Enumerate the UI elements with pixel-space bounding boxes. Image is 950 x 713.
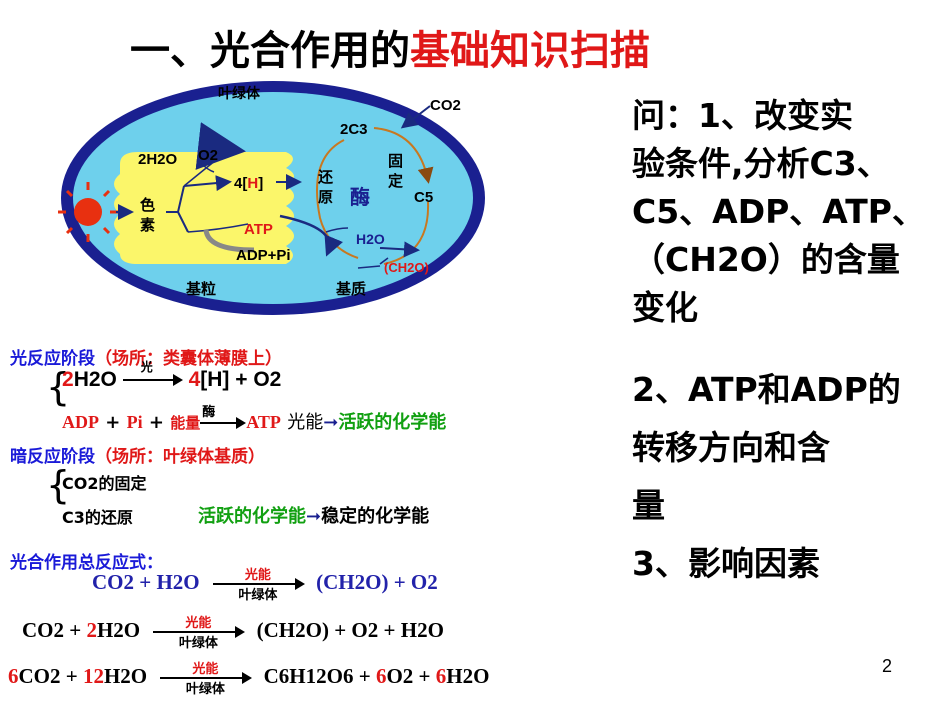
dark-stage-heading: 暗反应阶段（场所：叶绿体基质） [10, 442, 265, 467]
arrow-condition-chloroplast: 叶绿体 [178, 636, 218, 651]
total-eq2-right: (CH2O) + O2 + H2O [256, 617, 444, 642]
question-1-line: 问：1、改变实 [632, 96, 853, 135]
label-c3: 2C3 [340, 121, 368, 138]
light-eq-2: ADP + Pi + 能量 酶 ATP 光能➞活跃的化学能 [62, 405, 447, 434]
dark-stage-place: （场所：叶绿体基质） [95, 447, 265, 467]
label-ch2o: (CH2O) [384, 260, 429, 275]
light-eq2-arrow: 酶 [200, 405, 247, 433]
total-eq2-left-b: H2O [96, 617, 141, 642]
total-eq2-left-a: CO2 + [22, 617, 87, 642]
question-1-line: 变化 [632, 288, 698, 327]
label-reduction-2: 原 [318, 188, 333, 206]
total-eq3-b: H2O [103, 663, 148, 688]
label-fixation-1: 固 [388, 152, 403, 170]
total-eq2-coef: 2 [86, 617, 97, 642]
light-eq2-desc1: 光能 [287, 412, 324, 433]
label-o2: O2 [198, 147, 218, 164]
light-eq1-arrow: 光 [122, 360, 183, 390]
light-eq2-desc2: 活跃的化学能 [338, 412, 447, 433]
total-eq3-c3: 6 [375, 663, 387, 688]
question-1-line: 验条件,分析C3、 [632, 144, 890, 183]
label-co2: CO2 [430, 97, 461, 114]
dark-stage-title: 暗反应阶段 [10, 447, 95, 467]
arrow-condition-light: 光能 [244, 568, 271, 583]
label-fixation-2: 定 [388, 172, 403, 190]
dark-desc1: 活跃的化学能 [198, 506, 306, 527]
page-title: 一、光合作用的基础知识扫描 [130, 18, 650, 76]
total-eq3-c2: 12 [82, 663, 104, 688]
arrow-condition-chloroplast: 叶绿体 [185, 682, 225, 697]
question-2-line: 量 [632, 486, 665, 525]
total-eq3-right-c: H2O [446, 663, 490, 688]
total-eq3-arrow: 光能 叶绿体 [160, 660, 253, 697]
title-part2: 基础知识扫描 [410, 28, 650, 74]
light-eq1-right: [H] + O2 [200, 368, 282, 391]
total-eq1-left: CO2 + H2O [92, 569, 200, 594]
total-eq1-arrow: 光能 叶绿体 [212, 566, 305, 603]
light-eq1-left: H2O [73, 368, 117, 391]
dark-line-1: CO2的固定 [62, 474, 147, 493]
label-pigment-2: 素 [140, 216, 155, 234]
label-water: 2H2O [138, 151, 178, 168]
light-eq2-atp: ATP [246, 412, 281, 432]
dark-energy: 活跃的化学能➞稳定的化学能 [198, 506, 430, 527]
question-2-line: 2、ATP和ADP的 [632, 370, 901, 409]
label-h2o: H2O [356, 231, 385, 247]
total-eq3-right-a: C6H12O6 + [263, 663, 376, 688]
total-eq-3: 6CO2 + 12H2O 光能 叶绿体 C6H12O6 + 6O2 + 6H2O [8, 660, 490, 697]
light-eq1-rcoef: 4 [188, 368, 201, 391]
page-number: 2 [881, 656, 892, 676]
chloroplast-diagram: 叶绿体 2H2O O2 4[H] 色 素 ATP ADP+Pi 基粒 基质 CO… [58, 81, 485, 315]
question-3-line: 3、影响因素 [632, 544, 820, 583]
light-eq2-adp: ADP [62, 412, 99, 432]
label-pigment-1: 色 [140, 196, 155, 214]
sun-icon [58, 182, 118, 242]
light-eq1-cond: 光 [140, 360, 153, 375]
label-nadph: 4[H] [234, 175, 263, 192]
question-1-line: C5、ADP、ATP、 [632, 192, 925, 231]
label-adp: ADP+Pi [236, 247, 291, 264]
question-1-line: （CH2O）的含量 [632, 240, 900, 279]
total-eq1-right: (CH2O) + O2 [316, 569, 438, 594]
dark-stage-brace: { [46, 463, 71, 507]
question-2-line: 转移方向和含 [632, 428, 830, 467]
total-eq3-a: CO2 + [18, 663, 83, 688]
light-eq2-energy: 能量 [170, 414, 201, 432]
light-eq2-enzyme: 酶 [202, 405, 216, 420]
light-eq1-coef: 2 [62, 368, 74, 391]
total-heading: 光合作用总反应式： [10, 553, 163, 573]
grana-stack [114, 152, 294, 264]
label-enzyme: 酶 [350, 185, 370, 209]
total-eq-1: CO2 + H2O 光能 叶绿体 (CH2O) + O2 [92, 566, 438, 603]
label-chloroplast: 叶绿体 [218, 85, 261, 102]
dark-line-2: C3的还原 [62, 508, 133, 527]
dark-desc2: 稳定的化学能 [321, 506, 430, 527]
light-stage-place: （场所：类囊体薄膜上） [95, 349, 282, 369]
total-eq-2: CO2 + 2H2O 光能 叶绿体 (CH2O) + O2 + H2O [22, 614, 444, 651]
question-2: 2、ATP和ADP的 转移方向和含 量 [632, 366, 901, 530]
light-stage-brace: { [46, 365, 71, 409]
title-part1: 一、光合作用的 [130, 28, 410, 74]
light-stage-title: 光反应阶段 [10, 349, 95, 369]
label-reduction-1: 还 [317, 168, 334, 186]
question-1: 问：1、改变实 验条件,分析C3、 C5、ADP、ATP、 （CH2O）的含量 … [632, 92, 925, 332]
label-stroma: 基质 [335, 280, 366, 298]
total-eq3-c1: 6 [8, 663, 19, 688]
light-eq2-pi: Pi [126, 412, 143, 432]
label-grana: 基粒 [185, 280, 216, 298]
arrow-condition-light: 光能 [185, 616, 212, 631]
light-eq-1: 2H2O 光 4[H] + O2 [62, 360, 282, 392]
question-3: 3、影响因素 [632, 540, 820, 588]
label-c5: C5 [414, 189, 433, 206]
total-eq3-right-b: O2 + [386, 663, 436, 688]
arrow-condition-chloroplast: 叶绿体 [238, 588, 278, 603]
light-stage-heading: 光反应阶段（场所：类囊体薄膜上） [10, 344, 282, 369]
total-eq3-c4: 6 [435, 663, 447, 688]
arrow-condition-light: 光能 [192, 662, 219, 677]
label-atp: ATP [244, 221, 273, 238]
total-eq2-arrow: 光能 叶绿体 [153, 614, 246, 651]
